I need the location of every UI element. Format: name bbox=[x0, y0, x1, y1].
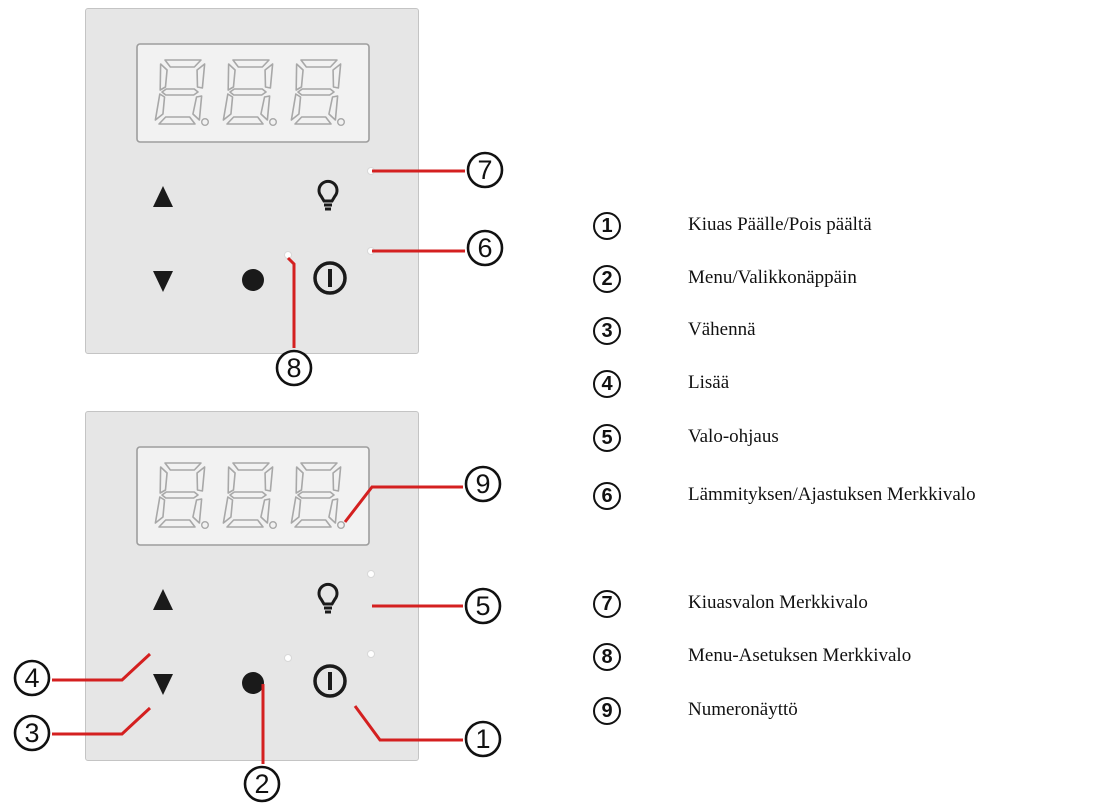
decimal-point bbox=[337, 521, 346, 530]
legend-number: 1 bbox=[601, 215, 613, 237]
callout-number: 1 bbox=[475, 724, 491, 754]
panel-bottom-graphics bbox=[136, 446, 375, 698]
legend-label: Lisää bbox=[688, 372, 730, 393]
panel-top-graphics bbox=[136, 43, 375, 295]
callout-circle bbox=[464, 465, 502, 503]
legend-number: 9 bbox=[601, 700, 613, 722]
leader-line bbox=[353, 705, 463, 742]
leader-line bbox=[52, 706, 152, 736]
legend-number: 4 bbox=[601, 373, 613, 395]
callout-number: 8 bbox=[286, 353, 302, 383]
decimal-point bbox=[200, 117, 209, 126]
legend-number-badge bbox=[593, 212, 621, 240]
indicator-led bbox=[284, 251, 292, 259]
legend-number: 6 bbox=[601, 485, 613, 507]
decimal-point bbox=[200, 521, 209, 530]
legend-label: Menu/Valikkonäppäin bbox=[688, 267, 857, 288]
legend-label: Menu-Asetuksen Merkkivalo bbox=[688, 645, 912, 666]
decimal-point bbox=[269, 117, 278, 126]
seven-segment-digit bbox=[154, 59, 209, 126]
power-icon[interactable] bbox=[313, 261, 347, 295]
legend-label: Lämmityksen/Ajastuksen Merkkivalo bbox=[688, 484, 976, 505]
light-bulb-icon[interactable] bbox=[317, 582, 339, 614]
legend-number: 2 bbox=[601, 268, 613, 290]
triangle-up-icon[interactable] bbox=[153, 589, 173, 610]
callout-number: 4 bbox=[24, 663, 40, 693]
callout-circle bbox=[466, 151, 504, 189]
legend-label: Vähennä bbox=[688, 319, 756, 340]
legend-number: 7 bbox=[601, 593, 613, 615]
legend-number-badge bbox=[593, 424, 621, 452]
power-icon[interactable] bbox=[313, 664, 347, 698]
legend-label: Numeronäyttö bbox=[688, 699, 798, 720]
seven-segment-digit bbox=[222, 462, 278, 530]
filled-circle-icon[interactable] bbox=[242, 672, 264, 694]
legend-number-badge bbox=[593, 317, 621, 345]
callout-number: 5 bbox=[475, 591, 491, 621]
callout-number: 3 bbox=[24, 718, 40, 748]
seven-segment-digit bbox=[290, 462, 346, 530]
leader-line bbox=[286, 256, 296, 348]
callout-number: 7 bbox=[477, 155, 493, 185]
numeric-display bbox=[136, 446, 370, 546]
callout-number: 2 bbox=[254, 769, 270, 799]
leader-line bbox=[343, 485, 463, 523]
callout-circle bbox=[13, 659, 51, 697]
legend-number: 8 bbox=[601, 646, 613, 668]
indicator-led bbox=[367, 650, 375, 658]
light-bulb-icon[interactable] bbox=[317, 179, 339, 211]
callout-circle bbox=[275, 349, 313, 387]
decimal-point bbox=[269, 521, 278, 530]
indicator-led bbox=[367, 570, 375, 578]
legend-number-badge bbox=[593, 643, 621, 671]
legend-number-badge bbox=[593, 370, 621, 398]
triangle-down-icon[interactable] bbox=[153, 674, 173, 695]
callout-number: 9 bbox=[475, 469, 491, 499]
callout-circle bbox=[243, 765, 281, 803]
legend-number: 5 bbox=[601, 427, 613, 449]
leader-lines bbox=[52, 169, 465, 764]
triangle-down-icon[interactable] bbox=[153, 271, 173, 292]
legend-label: Valo-ohjaus bbox=[688, 426, 779, 447]
seven-segment-digit bbox=[222, 59, 278, 126]
legend-number-badge bbox=[593, 265, 621, 293]
callout-circle bbox=[466, 229, 504, 267]
legend-number-badge bbox=[593, 482, 621, 510]
triangle-up-icon[interactable] bbox=[153, 186, 173, 207]
seven-segment-digit bbox=[154, 462, 209, 530]
numeric-display bbox=[136, 43, 370, 143]
callout-circle bbox=[13, 714, 51, 752]
indicator-led bbox=[284, 654, 292, 662]
decimal-point bbox=[337, 117, 346, 126]
legend-label: Kiuas Päälle/Pois päältä bbox=[688, 214, 872, 235]
callout-circle bbox=[464, 720, 502, 758]
filled-circle-icon[interactable] bbox=[242, 269, 264, 291]
legend-label: Kiuasvalon Merkkivalo bbox=[688, 592, 868, 613]
legend-number-badge bbox=[593, 590, 621, 618]
callout-circle bbox=[464, 587, 502, 625]
callout-circles bbox=[13, 151, 504, 803]
leader-line bbox=[52, 652, 152, 682]
seven-segment-digit bbox=[290, 59, 346, 126]
legend-number-badge bbox=[593, 697, 621, 725]
legend-number: 3 bbox=[601, 320, 613, 342]
callout-number: 6 bbox=[477, 233, 493, 263]
